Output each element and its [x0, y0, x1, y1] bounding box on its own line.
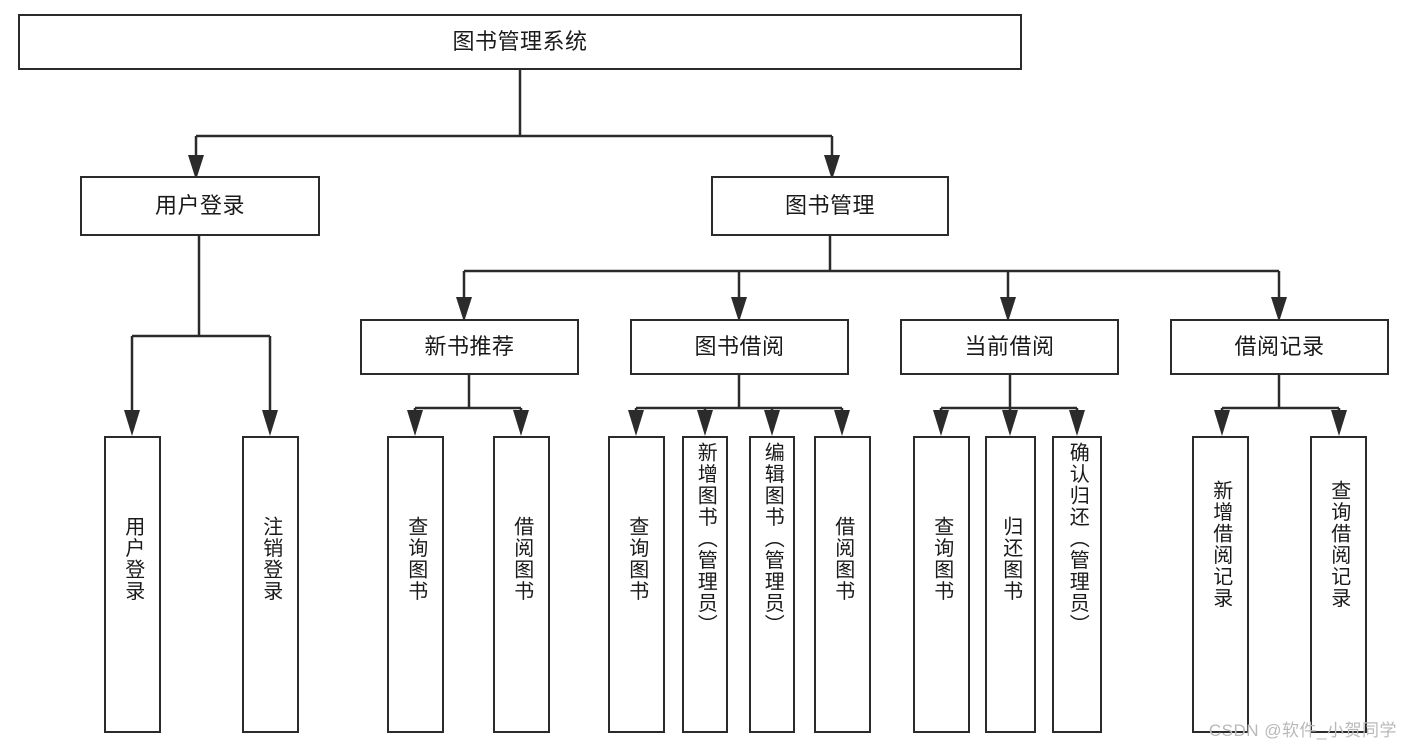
node-book-borrow[interactable]: 图书借阅: [630, 319, 849, 375]
node-root[interactable]: 图书管理系统: [18, 14, 1022, 70]
node-book-management[interactable]: 图书管理: [711, 176, 949, 236]
node-current-borrow-label: 当前借阅: [964, 333, 1055, 359]
leaf-logout[interactable]: 注销登录: [242, 436, 299, 733]
leaf-confirm-return-admin[interactable]: 确认归还（管理员）: [1052, 436, 1102, 733]
leaf-query-borrow-record-label: 查询借阅记录: [1327, 480, 1350, 609]
leaf-add-borrow-record-label: 新增借阅记录: [1209, 480, 1232, 609]
leaf-borrow-book-recommend[interactable]: 借阅图书: [493, 436, 550, 733]
leaf-user-login[interactable]: 用户登录: [104, 436, 161, 733]
leaf-return-book[interactable]: 归还图书: [985, 436, 1036, 733]
leaf-query-book-current[interactable]: 查询图书: [913, 436, 970, 733]
leaf-logout-label: 注销登录: [259, 516, 282, 602]
node-book-management-label: 图书管理: [784, 192, 875, 218]
leaf-borrow-book-borrow[interactable]: 借阅图书: [814, 436, 871, 733]
leaf-query-book-recommend[interactable]: 查询图书: [387, 436, 444, 733]
leaf-edit-book-admin-label: 编辑图书（管理员）: [761, 442, 784, 636]
leaf-user-login-label: 用户登录: [121, 516, 144, 602]
leaf-add-borrow-record[interactable]: 新增借阅记录: [1192, 436, 1249, 733]
node-borrow-record[interactable]: 借阅记录: [1170, 319, 1389, 375]
node-current-borrow[interactable]: 当前借阅: [900, 319, 1119, 375]
watermark: CSDN @软件_小贺同学: [1208, 721, 1397, 740]
leaf-edit-book-admin[interactable]: 编辑图书（管理员）: [749, 436, 795, 733]
node-user-login[interactable]: 用户登录: [80, 176, 320, 236]
node-borrow-record-label: 借阅记录: [1234, 333, 1325, 359]
node-new-book-recommend[interactable]: 新书推荐: [360, 319, 579, 375]
leaf-query-book-borrow-label: 查询图书: [625, 516, 648, 602]
leaf-borrow-book-recommend-label: 借阅图书: [510, 516, 533, 602]
leaf-add-book-admin[interactable]: 新增图书（管理员）: [682, 436, 728, 733]
node-new-book-recommend-label: 新书推荐: [424, 333, 515, 359]
node-root-label: 图书管理系统: [452, 28, 588, 54]
leaf-add-book-admin-label: 新增图书（管理员）: [694, 442, 717, 636]
leaf-return-book-label: 归还图书: [999, 516, 1022, 602]
node-user-login-label: 用户登录: [154, 192, 245, 218]
leaf-query-book-recommend-label: 查询图书: [404, 516, 427, 602]
leaf-borrow-book-borrow-label: 借阅图书: [831, 516, 854, 602]
node-book-borrow-label: 图书借阅: [694, 333, 785, 359]
leaf-query-borrow-record[interactable]: 查询借阅记录: [1310, 436, 1367, 733]
leaf-query-book-current-label: 查询图书: [930, 516, 953, 602]
leaf-confirm-return-admin-label: 确认归还（管理员）: [1066, 442, 1089, 636]
leaf-query-book-borrow[interactable]: 查询图书: [608, 436, 665, 733]
